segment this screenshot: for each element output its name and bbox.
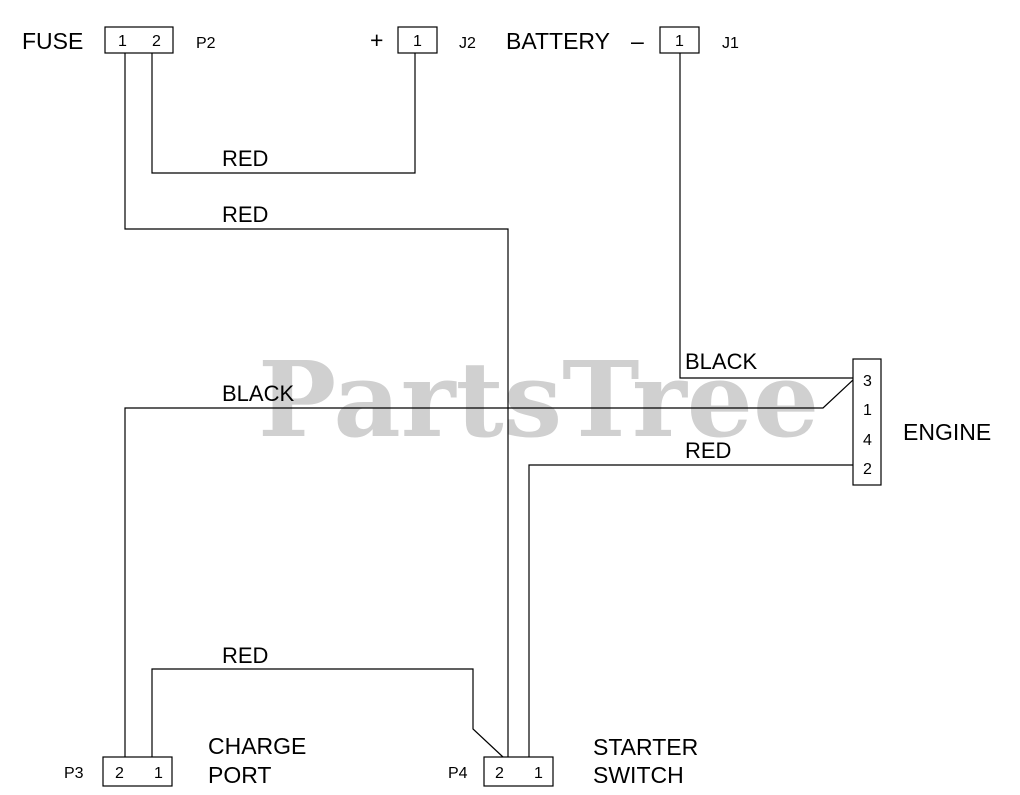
wire-charge-to-starter	[151, 668, 504, 758]
charge-port-label: CHARGE	[208, 733, 306, 759]
wire-label-red: RED	[685, 438, 731, 463]
engine-label: ENGINE	[903, 419, 991, 445]
p4-connector-box	[483, 756, 554, 787]
fuse-label: FUSE	[22, 28, 83, 54]
fuse-pin: 2	[152, 33, 161, 50]
wire-fuse2-to-j2	[151, 53, 416, 174]
engine-pin: 2	[863, 461, 872, 478]
wire-label-red: RED	[222, 202, 268, 227]
wire-fuse1-to-starter	[124, 53, 509, 757]
connector-battery-negative: BATTERY – 1 J1	[506, 26, 739, 54]
starter-switch-label: SWITCH	[593, 762, 684, 788]
charge-port-label: PORT	[208, 762, 271, 788]
negative-sign: –	[631, 28, 644, 54]
fuse-pin: 1	[118, 33, 127, 50]
j2-connector-box	[397, 26, 438, 54]
engine-pin: 3	[863, 373, 872, 390]
p4-pin: 1	[534, 765, 543, 782]
starter-switch-label: STARTER	[593, 734, 698, 760]
wire-battery-to-engine	[679, 53, 853, 379]
p4-ref: P4	[448, 765, 468, 782]
p3-pin: 1	[154, 765, 163, 782]
wire-engine-to-starter	[528, 464, 853, 757]
watermark: PartsTree	[258, 338, 819, 461]
p4-pin: 2	[495, 765, 504, 782]
p3-connector-box	[102, 756, 173, 787]
connector-battery-positive: + 1 J2	[370, 26, 476, 54]
engine-pin: 1	[863, 402, 872, 419]
wire-engine-to-charge	[124, 379, 854, 757]
wire-label-red: RED	[222, 146, 268, 171]
engine-connector-box	[852, 358, 882, 486]
connector-charge-port: P3 2 1 CHARGE PORT	[64, 733, 306, 788]
wire-label-red: RED	[222, 643, 268, 668]
engine-pin: 4	[863, 432, 872, 449]
p3-ref: P3	[64, 765, 84, 782]
wire-label-black: BLACK	[222, 381, 294, 406]
fuse-connector-box	[104, 26, 174, 54]
connector-fuse: FUSE 1 2 P2	[22, 26, 216, 54]
j2-ref: J2	[459, 35, 476, 52]
fuse-ref: P2	[196, 35, 216, 52]
positive-sign: +	[370, 27, 383, 53]
j2-pin: 1	[413, 33, 422, 50]
connector-starter-switch: P4 2 1 STARTER SWITCH	[448, 734, 698, 788]
battery-label: BATTERY	[506, 28, 610, 54]
p3-pin: 2	[115, 765, 124, 782]
wire-label-black: BLACK	[685, 349, 757, 374]
j1-pin: 1	[675, 33, 684, 50]
j1-ref: J1	[722, 35, 739, 52]
j1-connector-box	[659, 26, 700, 54]
connector-engine: 3 1 4 2 ENGINE	[852, 358, 991, 486]
